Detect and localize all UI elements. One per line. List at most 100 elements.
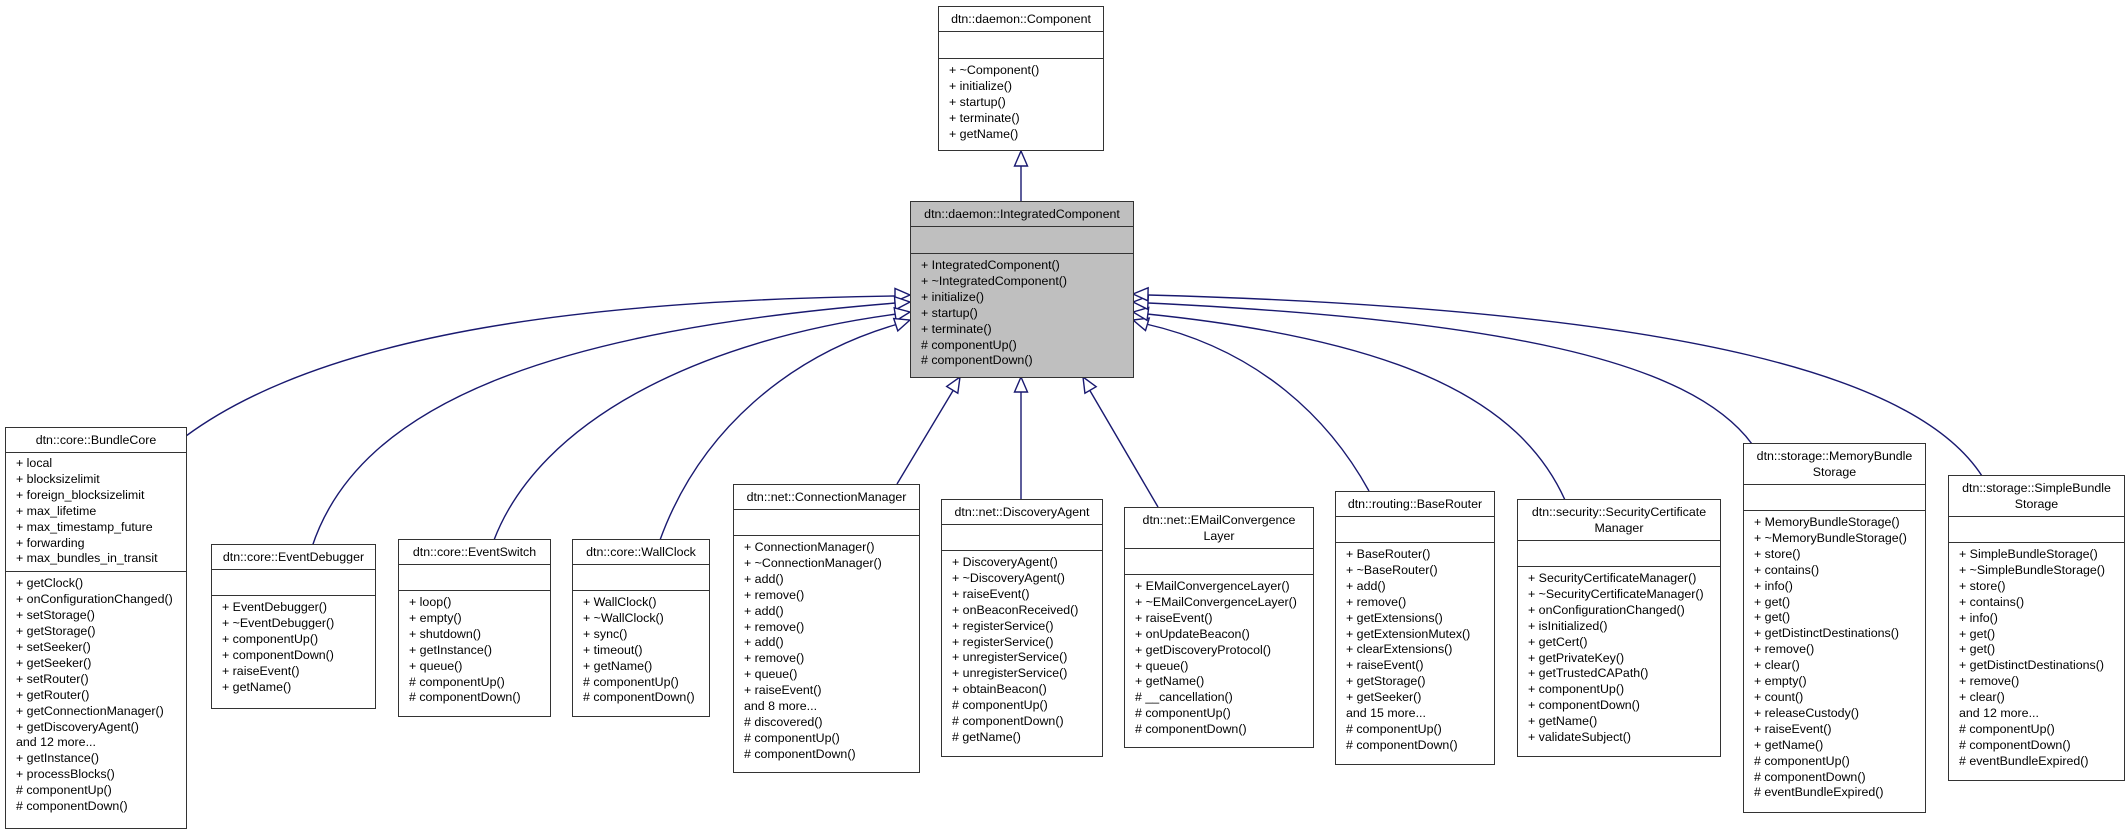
operation: + getDiscoveryProtocol()	[1135, 642, 1272, 657]
operation: # __cancellation()	[1135, 690, 1233, 705]
operation: + raiseEvent()	[222, 663, 300, 678]
operation: + getClock()	[16, 576, 84, 591]
attributes-compartment	[911, 227, 1133, 254]
operation: + timeout()	[583, 642, 643, 657]
class-bundle-core[interactable]: dtn::core::BundleCore+ local+ blocksizel…	[5, 427, 187, 829]
class-name-line: dtn::daemon::Component	[951, 12, 1091, 26]
attributes-compartment	[399, 565, 550, 591]
operation: # getName()	[952, 729, 1021, 744]
operation: + ~IntegratedComponent()	[921, 273, 1068, 288]
operation: + shutdown()	[409, 626, 481, 641]
operation: + ~SecurityCertificateManager()	[1528, 586, 1704, 601]
operation: + componentUp()	[1528, 682, 1625, 697]
operation: + getName()	[222, 679, 292, 694]
class-base-router[interactable]: dtn::routing::BaseRouter+ BaseRouter()+ …	[1335, 491, 1495, 765]
attributes-compartment	[942, 525, 1102, 551]
operation: + loop()	[409, 595, 452, 609]
operation: # componentDown()	[952, 714, 1064, 729]
operation: + processBlocks()	[16, 767, 115, 782]
operation: + getRouter()	[16, 687, 90, 702]
operation: + ~ConnectionManager()	[744, 555, 882, 570]
generalization-arrowhead-icon	[1013, 375, 1029, 393]
operation: + get()	[1754, 610, 1791, 625]
class-name-line: Storage	[2014, 497, 2059, 511]
operation: + startup()	[949, 94, 1006, 109]
operation: + info()	[1959, 610, 1998, 625]
operation: + contains()	[1959, 594, 2025, 609]
operation: + SecurityCertificateManager()	[1528, 571, 1697, 585]
class-name-line: dtn::core::WallClock	[586, 545, 696, 559]
operation: + ~DiscoveryAgent()	[952, 570, 1065, 585]
class-name-line: dtn::storage::SimpleBundle	[1962, 481, 2111, 495]
attributes-compartment	[1125, 549, 1313, 575]
operation: + unregisterService()	[952, 666, 1068, 681]
class-name: dtn::core::BundleCore	[6, 428, 186, 453]
operation: + MemoryBundleStorage()	[1754, 515, 1900, 529]
operation: # eventBundleExpired()	[1959, 753, 2089, 768]
operation: + getName()	[583, 658, 653, 673]
class-name-line: dtn::routing::BaseRouter	[1347, 497, 1483, 511]
operations-compartment: + MemoryBundleStorage()+ ~MemoryBundleSt…	[1744, 511, 1925, 805]
operation: + onConfigurationChanged()	[16, 592, 173, 607]
inheritance-edge-memorystorage	[1147, 302, 1753, 445]
operation: + store()	[1959, 578, 2006, 593]
class-name-line: dtn::storage::MemoryBundle	[1756, 449, 1913, 463]
operations-compartment: + DiscoveryAgent()+ ~DiscoveryAgent()+ r…	[942, 551, 1102, 750]
class-event-switch[interactable]: dtn::core::EventSwitch+ loop()+ empty()+…	[398, 539, 551, 717]
inheritance-edge-connectionmanager	[896, 388, 955, 485]
operation: + remove()	[744, 619, 805, 634]
operation: + releaseCustody()	[1754, 705, 1860, 720]
operation: + componentUp()	[222, 631, 319, 646]
inheritance-edge-simplestorage	[1147, 294, 1983, 477]
operation: + remove()	[744, 651, 805, 666]
operation: + add()	[1346, 578, 1386, 593]
inheritance-edge-securitycert	[1146, 313, 1566, 501]
operation: + getInstance()	[16, 751, 99, 766]
generalization-arrowhead-icon	[1131, 286, 1149, 302]
operation: + isInitialized()	[1528, 618, 1608, 633]
operation: and 12 more...	[16, 735, 96, 750]
operation: + getStorage()	[16, 624, 96, 639]
class-name: dtn::core::WallClock	[573, 540, 709, 565]
operations-compartment: + getClock()+ onConfigurationChanged() + …	[6, 572, 186, 819]
class-name-line: dtn::net::EMailConvergence	[1142, 513, 1296, 527]
class-event-debugger[interactable]: dtn::core::EventDebugger+ EventDebugger(…	[211, 544, 376, 709]
operation: # componentDown()	[409, 690, 521, 705]
operation: + terminate()	[921, 321, 992, 336]
operation: + get()	[1959, 642, 1996, 657]
operation: # componentDown()	[744, 746, 856, 761]
operation: + WallClock()	[583, 595, 657, 609]
operations-compartment: + EventDebugger()+ ~EventDebugger()+ com…	[212, 596, 375, 699]
operation: + unregisterService()	[952, 650, 1068, 665]
class-component[interactable]: dtn::daemon::Component+ ~Component()+ in…	[938, 6, 1104, 151]
operation: # componentUp()	[409, 674, 505, 689]
operation: # componentUp()	[952, 698, 1048, 713]
class-integrated-component[interactable]: dtn::daemon::IntegratedComponent+ Integr…	[910, 201, 1134, 378]
operation: + remove()	[744, 587, 805, 602]
class-connection-manager[interactable]: dtn::net::ConnectionManager+ ConnectionM…	[733, 484, 920, 773]
operation: + obtainBeacon()	[952, 682, 1047, 697]
class-wall-clock[interactable]: dtn::core::WallClock+ WallClock()+ ~Wall…	[572, 539, 710, 717]
class-discovery-agent[interactable]: dtn::net::DiscoveryAgent+ DiscoveryAgent…	[941, 499, 1103, 757]
operation: # componentUp()	[16, 783, 112, 798]
attributes-compartment	[734, 510, 919, 536]
operation: + count()	[1754, 689, 1804, 704]
operation: + getSeeker()	[16, 655, 92, 670]
operation: + validateSubject()	[1528, 730, 1631, 745]
operation: + terminate()	[949, 110, 1020, 125]
operation: + componentDown()	[1528, 698, 1640, 713]
operation: + initialize()	[921, 289, 985, 304]
operation: + getExtensionMutex()	[1346, 626, 1471, 641]
operation: + sync()	[583, 626, 628, 641]
operation: + ~BaseRouter()	[1346, 562, 1438, 577]
operation: + raiseEvent()	[744, 683, 822, 698]
operation: # componentDown()	[583, 690, 695, 705]
operation: + onUpdateBeacon()	[1135, 626, 1250, 641]
class-name-line: Manager	[1594, 521, 1644, 535]
